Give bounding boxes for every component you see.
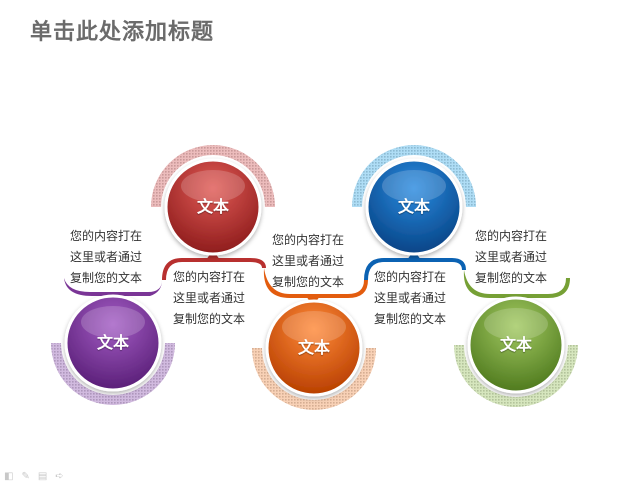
circle-green (467, 296, 565, 394)
node-3-text[interactable]: 您的内容打在 这里或者通过 复制您的文本 (272, 233, 345, 289)
ribbon-green (463, 270, 570, 298)
pen-icon[interactable]: ✎ (21, 470, 30, 482)
circle-red (164, 158, 262, 256)
ribbon-red (162, 258, 266, 280)
node-5-text[interactable]: 您的内容打在 这里或者通过 复制您的文本 (475, 229, 548, 285)
ribbon-blue (364, 258, 466, 280)
node-4-label[interactable]: 文本 (397, 197, 430, 216)
node-1-text[interactable]: 您的内容打在 这里或者通过 复制您的文本 (70, 229, 143, 285)
node-3-label[interactable]: 文本 (297, 338, 330, 357)
ribbon-orange (263, 268, 368, 298)
menu-icon[interactable]: ▤ (37, 470, 48, 482)
node-4-text[interactable]: 您的内容打在 这里或者通过 复制您的文本 (374, 270, 447, 326)
slideshow-toolbar: ◧ ✎ ▤ ➪ (0, 468, 124, 484)
next-icon[interactable]: ➪ (55, 470, 64, 482)
page-title[interactable]: 单击此处添加标题 (30, 20, 215, 45)
node-1-label[interactable]: 文本 (96, 333, 129, 352)
node-2-text[interactable]: 您的内容打在 这里或者通过 复制您的文本 (173, 270, 246, 326)
slide-normal-icon[interactable]: ◧ (4, 470, 14, 482)
circle-blue (365, 158, 463, 256)
ribbon-purple (64, 278, 162, 296)
circle-orange (265, 299, 363, 397)
circle-purple (64, 294, 162, 392)
node-5-label[interactable]: 文本 (499, 335, 532, 354)
node-2-label[interactable]: 文本 (196, 197, 229, 216)
